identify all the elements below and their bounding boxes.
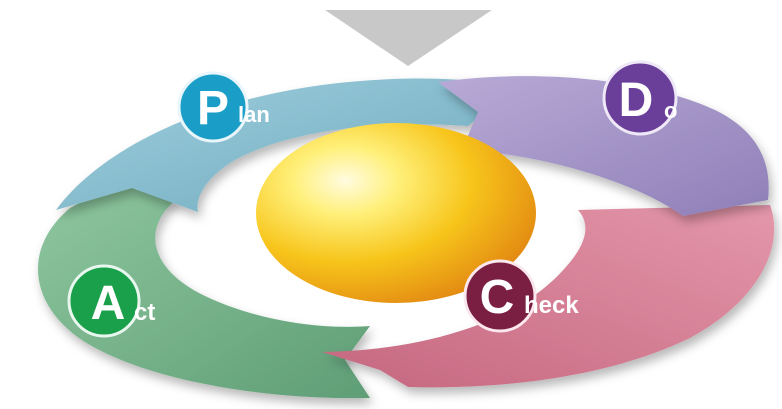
act-rest: ct [134, 299, 155, 326]
plan-initial: P [197, 82, 229, 135]
input-arrow [325, 10, 492, 66]
check-initial: C [480, 271, 515, 324]
do-badge: D o [602, 60, 678, 136]
plan-segment [56, 78, 496, 212]
check-badge: C heck [463, 259, 579, 333]
check-badge-circle [463, 259, 537, 333]
plan-rest: lan [238, 102, 270, 127]
act-badge-circle [67, 264, 141, 338]
act-initial: A [91, 277, 126, 330]
plan-badge-circle [177, 71, 249, 143]
do-segment [438, 76, 769, 216]
plan-badge: P lan [177, 71, 270, 143]
check-segment [322, 205, 775, 388]
act-segment [37, 180, 371, 399]
center-sphere [256, 123, 536, 303]
check-rest: heck [524, 292, 579, 319]
do-initial: D [619, 74, 654, 127]
do-rest: o [664, 98, 677, 123]
act-badge: A ct [67, 264, 155, 338]
do-badge-circle [602, 60, 678, 136]
